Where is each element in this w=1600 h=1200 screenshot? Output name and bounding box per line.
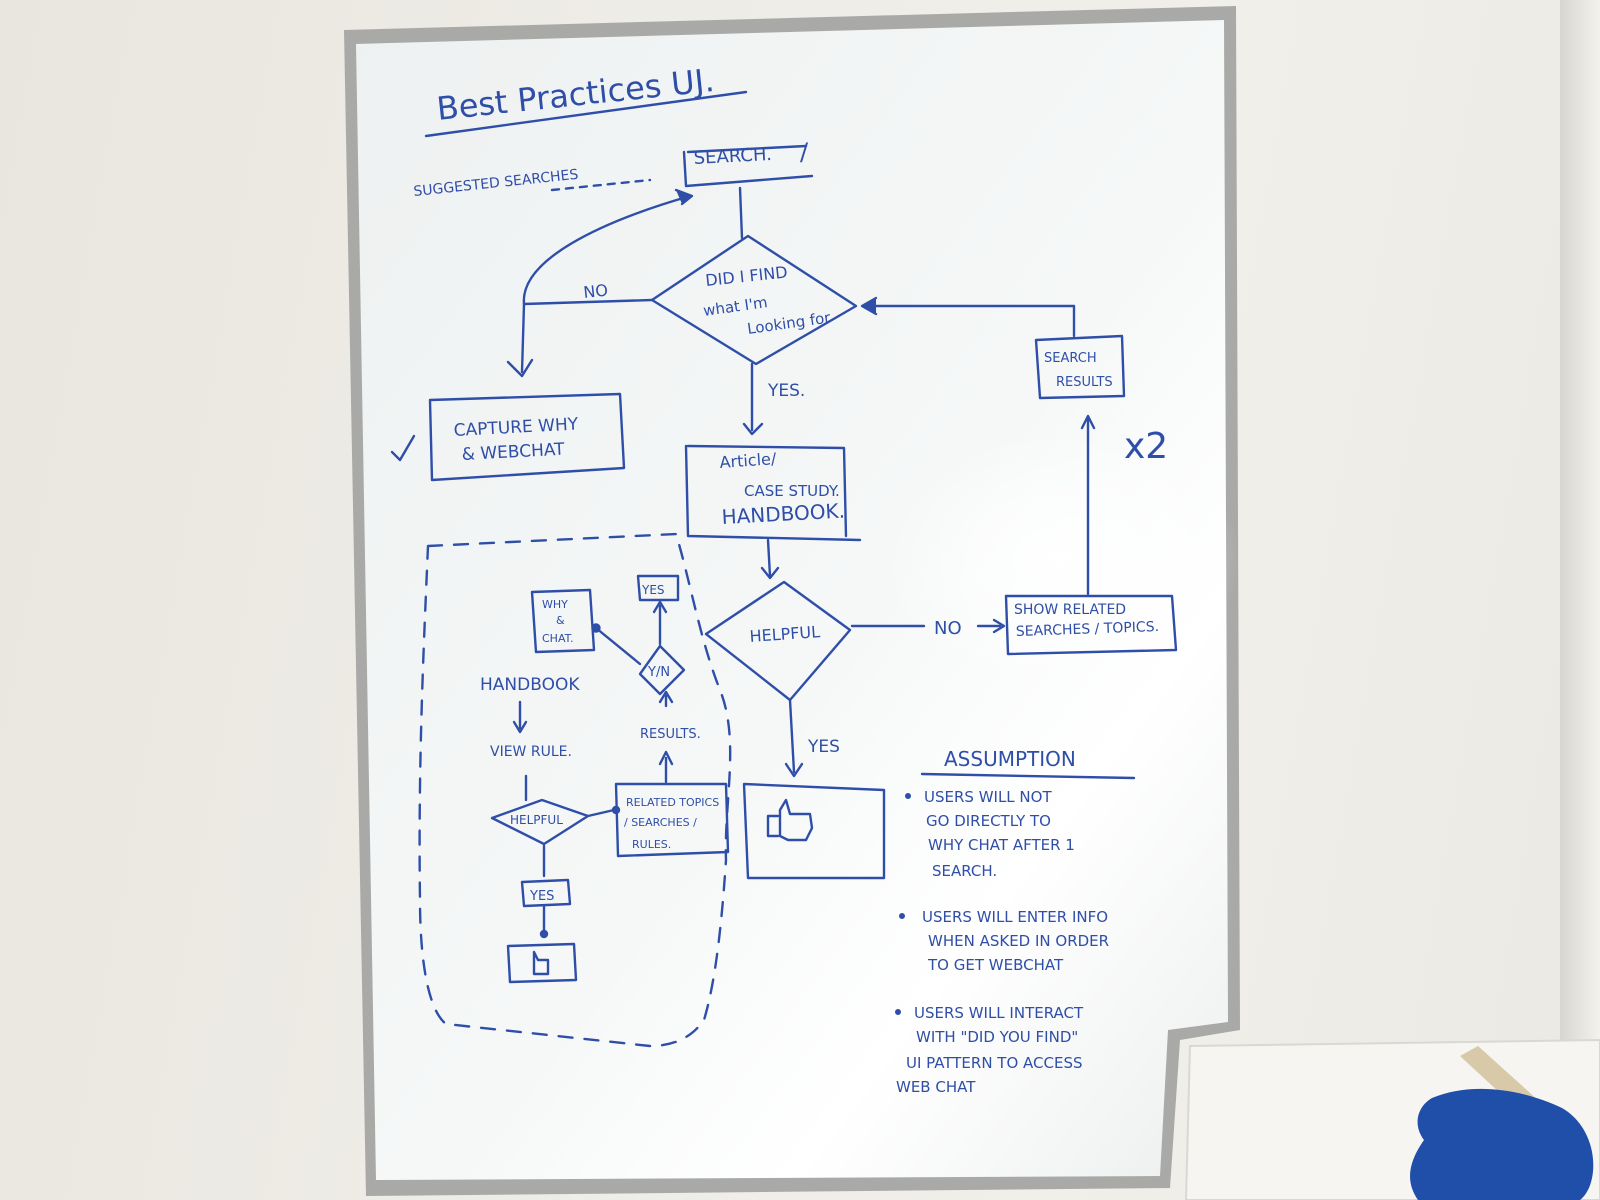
- suggested-dashes: [550, 178, 652, 192]
- sub-related-box: [614, 782, 730, 858]
- check-mark: [390, 434, 416, 462]
- sub-related-2: / SEARCHES /: [624, 816, 697, 829]
- arrow-search-to-decision: [738, 186, 744, 240]
- search-box-label: SEARCH.: [693, 144, 772, 169]
- helpful-diamond-label: HELPFUL: [749, 622, 821, 646]
- assump-2-line-1: USERS WILL ENTER INFO: [922, 908, 1108, 926]
- arrow-article-to-helpful: [766, 538, 772, 578]
- sub-why-box: [530, 588, 596, 654]
- results-line-1: SEARCH: [1044, 351, 1097, 366]
- wall-edge: [1560, 0, 1600, 1200]
- related-line-2: SEARCHES / TOPICS.: [1016, 619, 1160, 640]
- sub-why-2: &: [556, 614, 565, 627]
- sub-why-1: WHY: [542, 598, 568, 611]
- results-box-outline: [1034, 334, 1126, 400]
- arrow-no-left: [520, 298, 654, 374]
- bullet-1: [905, 793, 911, 799]
- sub-helpful-to-related: [586, 808, 616, 818]
- assump-3-line-3: UI PATTERN TO ACCESS: [906, 1054, 1083, 1072]
- board-text: Best Practices UJ. SUGGESTED SEARCHES SE…: [413, 61, 1168, 1096]
- assump-3-line-1: USERS WILL INTERACT: [914, 1004, 1084, 1022]
- sub-yn-diamond: [638, 644, 686, 696]
- board-glare: [880, 430, 1240, 690]
- no-right-label: NO: [934, 618, 962, 639]
- sub-thumb-box: [506, 942, 578, 984]
- assump-1-line-2: GO DIRECTLY TO: [926, 812, 1051, 830]
- sub-yn-to-why: [594, 626, 642, 666]
- title-underline: [424, 90, 748, 138]
- arrow-no-loop: [522, 194, 692, 306]
- sub-yes: YES: [529, 889, 554, 904]
- arrow-results-to-decision: [866, 304, 1076, 338]
- flowchart-strokes: [390, 90, 1178, 1048]
- sub-yes-top: YES: [641, 583, 665, 597]
- search-check: /: [800, 138, 809, 166]
- yes-label-1: YES.: [767, 381, 805, 401]
- helpful-diamond: [704, 580, 852, 702]
- sub-results: RESULTS.: [640, 727, 701, 742]
- capture-box-outline: [428, 392, 626, 482]
- results-line-2: RESULTS: [1056, 375, 1113, 390]
- no-left-label: NO: [582, 281, 608, 302]
- sub-yn: Y/N: [647, 665, 670, 680]
- assump-1-line-1: USERS WILL NOT: [924, 788, 1052, 806]
- bullet-3: [895, 1009, 901, 1015]
- sub-related-1: RELATED TOPICS: [626, 796, 719, 809]
- assumption-underline: [920, 772, 1136, 780]
- sub-view-rule: VIEW RULE.: [490, 744, 572, 760]
- arrowhead-capture: [506, 358, 534, 378]
- arrow-helpful-yes: [788, 698, 796, 774]
- thumbs-box-outline: [742, 782, 886, 880]
- sub-thumbs-icon: [532, 950, 550, 976]
- article-line-1: Article/: [719, 449, 778, 472]
- thumbs-up-icon: [766, 798, 814, 842]
- yes-label-2: YES: [807, 737, 840, 757]
- assump-3-line-4: WEB CHAT: [896, 1078, 976, 1096]
- assump-2-line-3: TO GET WEBCHAT: [927, 956, 1064, 974]
- sub-helpful: HELPFUL: [510, 813, 563, 827]
- sub-why-3: CHAT.: [542, 632, 574, 645]
- article-line-2: CASE STUDY.: [744, 482, 840, 500]
- times-two: x2: [1124, 426, 1168, 467]
- search-box-outline: [682, 144, 814, 188]
- sub-related-3: RULES.: [632, 838, 671, 851]
- bullet-2: [899, 913, 905, 919]
- decision-find-diamond: [650, 234, 858, 366]
- board-surface: [356, 20, 1228, 1180]
- assump-1-line-4: SEARCH.: [932, 862, 997, 880]
- sub-handbook: HANDBOOK: [480, 675, 580, 695]
- sub-yes-top-box: [636, 574, 680, 602]
- assumption-heading: ASSUMPTION: [944, 747, 1076, 771]
- related-line-1: SHOW RELATED: [1014, 602, 1126, 618]
- related-box-outline: [1004, 594, 1178, 656]
- assump-2-line-2: WHEN ASKED IN ORDER: [928, 932, 1109, 950]
- blue-cloth: [1410, 1088, 1594, 1200]
- article-box-outline: [684, 444, 862, 542]
- assump-3-line-2: WITH "DID YOU FIND": [916, 1028, 1078, 1046]
- assump-1-line-3: WHY CHAT AFTER 1: [928, 836, 1075, 854]
- dashed-region: [418, 532, 732, 1048]
- sub-yes-box: [520, 878, 572, 908]
